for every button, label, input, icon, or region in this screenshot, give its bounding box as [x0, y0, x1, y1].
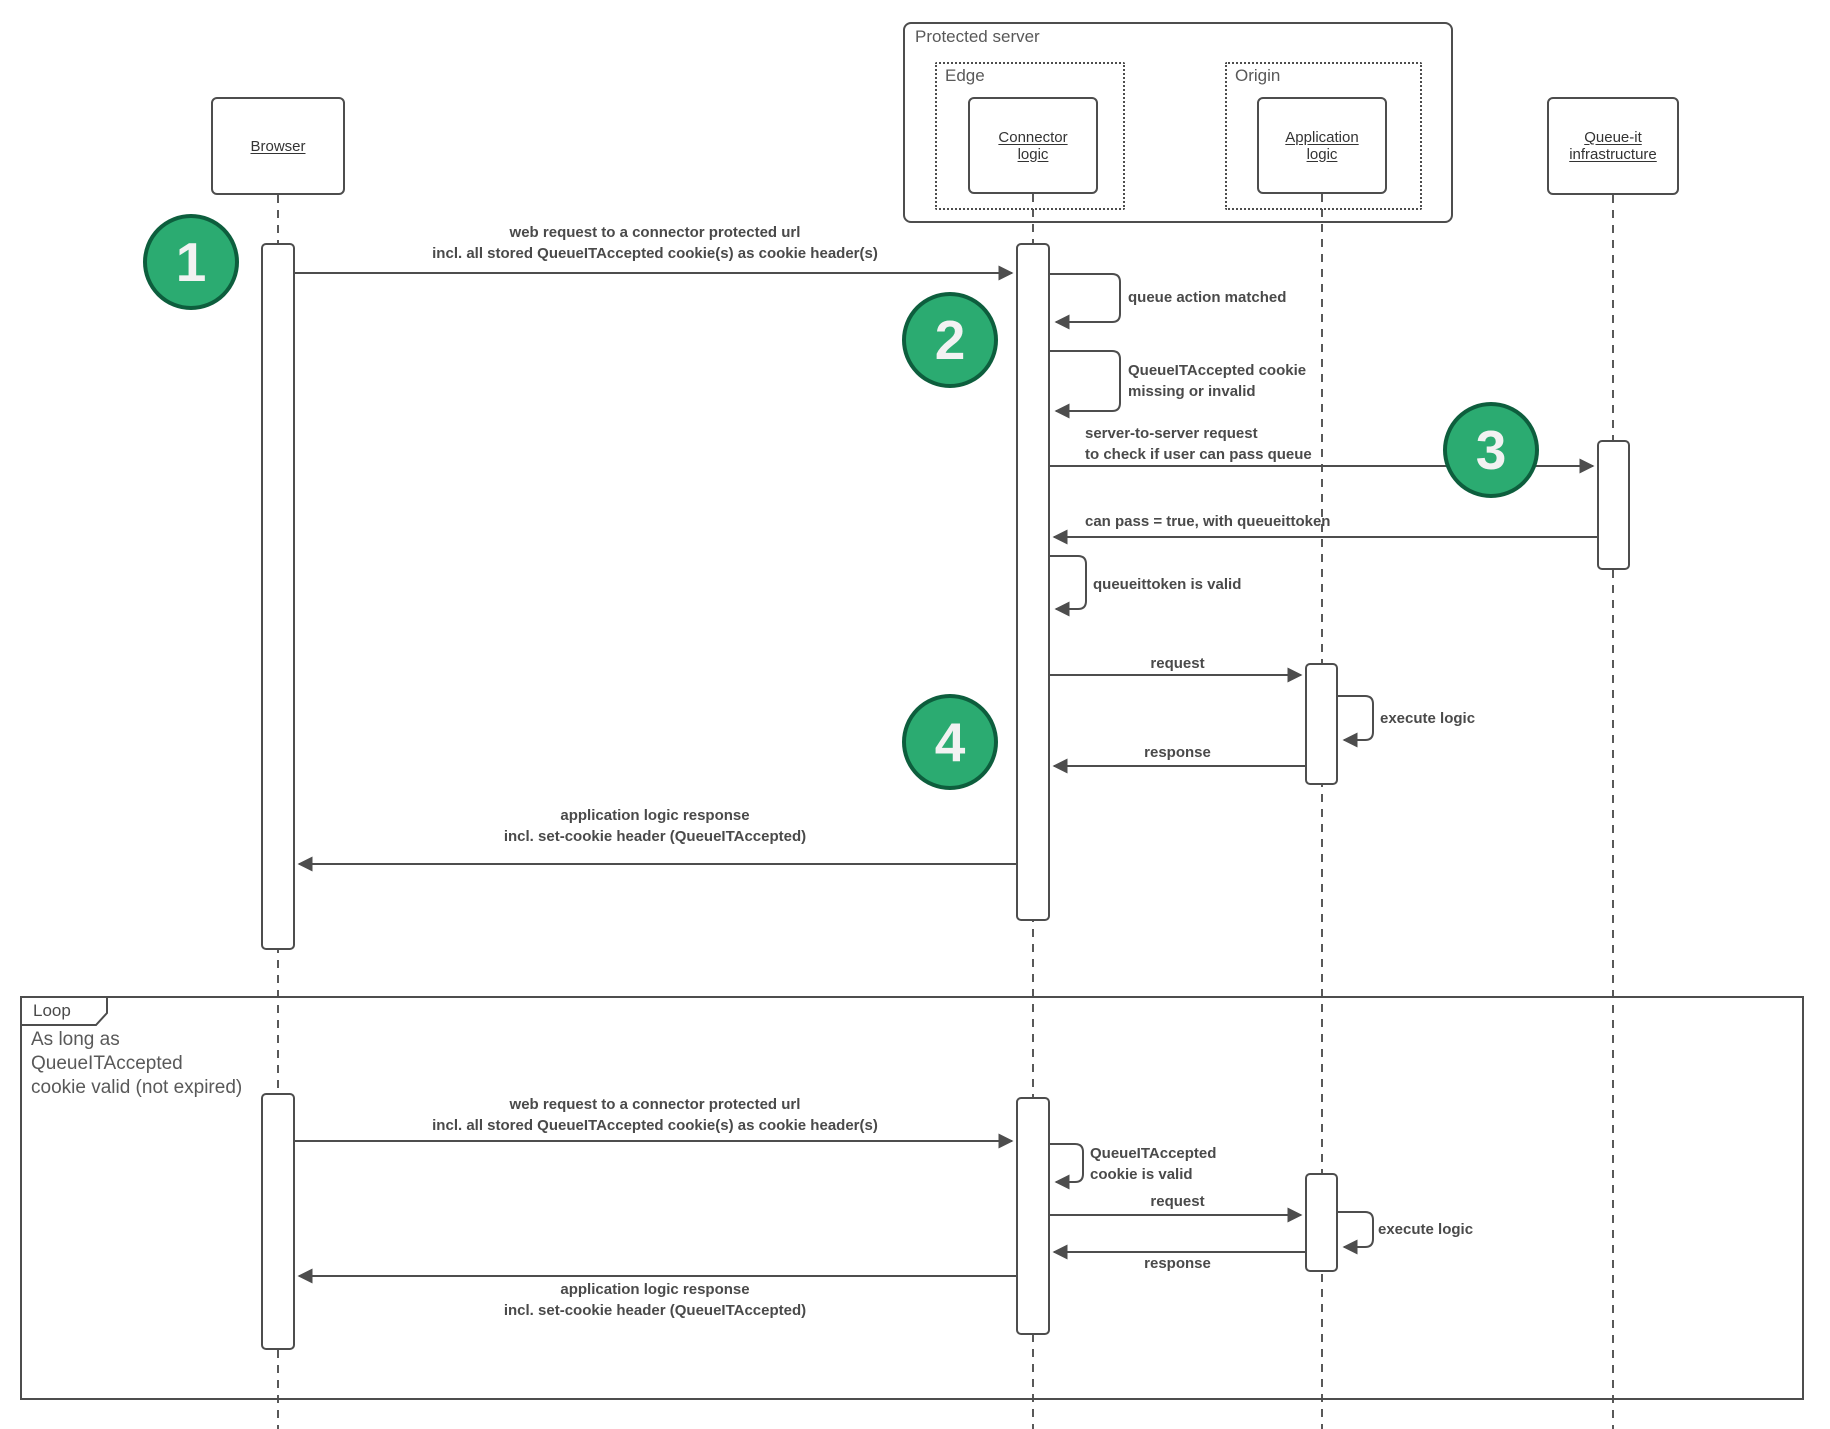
actor-label-connector-logic: Connector logic	[998, 128, 1068, 163]
label-execute-logic-2: execute logic	[1378, 1221, 1474, 1238]
activation-application-2	[1305, 1173, 1338, 1272]
activation-browser-2	[261, 1093, 295, 1350]
label-web-request-1: web request to a connector protected url…	[432, 224, 878, 262]
loop-label: Loop	[33, 1001, 71, 1020]
actor-box-browser: Browser	[211, 97, 345, 195]
activation-application-1	[1305, 663, 1338, 785]
step-badge-4: 4	[902, 694, 998, 790]
step-badge-1: 1	[143, 214, 239, 310]
edge-label: Edge	[945, 66, 985, 85]
origin-container	[1225, 62, 1422, 210]
loop-label-tab	[20, 996, 108, 1026]
selfloop-cookie-missing	[1050, 350, 1121, 419]
protected-server-container	[903, 22, 1453, 223]
label-web-request-2: web request to a connector protected url…	[432, 1096, 878, 1134]
label-server-to-server: server-to-server request to check if use…	[1085, 425, 1312, 463]
selfloop-cookie-valid	[1050, 1143, 1084, 1190]
edge-container	[935, 62, 1125, 210]
activation-queueit-1	[1597, 440, 1630, 570]
label-app-response-2: application logic response incl. set-coo…	[503, 1281, 807, 1319]
loop-frame	[20, 996, 1804, 1400]
label-app-response-1: application logic response incl. set-coo…	[503, 807, 807, 845]
activation-connector-1	[1016, 243, 1050, 921]
origin-label: Origin	[1235, 66, 1281, 85]
label-request-1: request	[1150, 655, 1205, 672]
selfloop-execute-logic-2	[1338, 1211, 1374, 1255]
label-request-2: request	[1150, 1193, 1205, 1210]
label-cookie-missing: QueueITAccepted cookie missing or invali…	[1128, 362, 1307, 400]
selfloop-execute-logic-1	[1338, 695, 1374, 748]
label-queue-action-matched: queue action matched	[1128, 289, 1287, 306]
activation-connector-2	[1016, 1097, 1050, 1335]
protected-server-label: Protected server	[915, 27, 1040, 46]
actor-box-connector-logic: Connector logic	[968, 97, 1098, 194]
label-response-1: response	[1144, 744, 1211, 761]
activation-browser-1	[261, 243, 295, 950]
actor-label-queueit: Queue-it infrastructure	[1569, 129, 1657, 163]
actor-box-queueit: Queue-it infrastructure	[1547, 97, 1679, 195]
step-badge-2: 2	[902, 292, 998, 388]
step-badge-3: 3	[1443, 402, 1539, 498]
loop-condition: As long as QueueITAccepted cookie valid …	[31, 1029, 243, 1098]
selfloop-token-valid	[1050, 555, 1087, 617]
label-execute-logic-1: execute logic	[1380, 710, 1476, 727]
actor-label-application-logic: Application logic	[1285, 128, 1359, 163]
label-cookie-valid: QueueITAccepted cookie is valid	[1090, 1145, 1217, 1183]
actor-box-application-logic: Application logic	[1257, 97, 1387, 194]
label-response-2: response	[1144, 1255, 1211, 1272]
label-can-pass: can pass = true, with queueittoken	[1085, 513, 1331, 530]
actor-label-browser: Browser	[250, 137, 306, 155]
label-token-valid: queueittoken is valid	[1093, 576, 1242, 593]
selfloop-queue-action-matched	[1050, 273, 1121, 330]
